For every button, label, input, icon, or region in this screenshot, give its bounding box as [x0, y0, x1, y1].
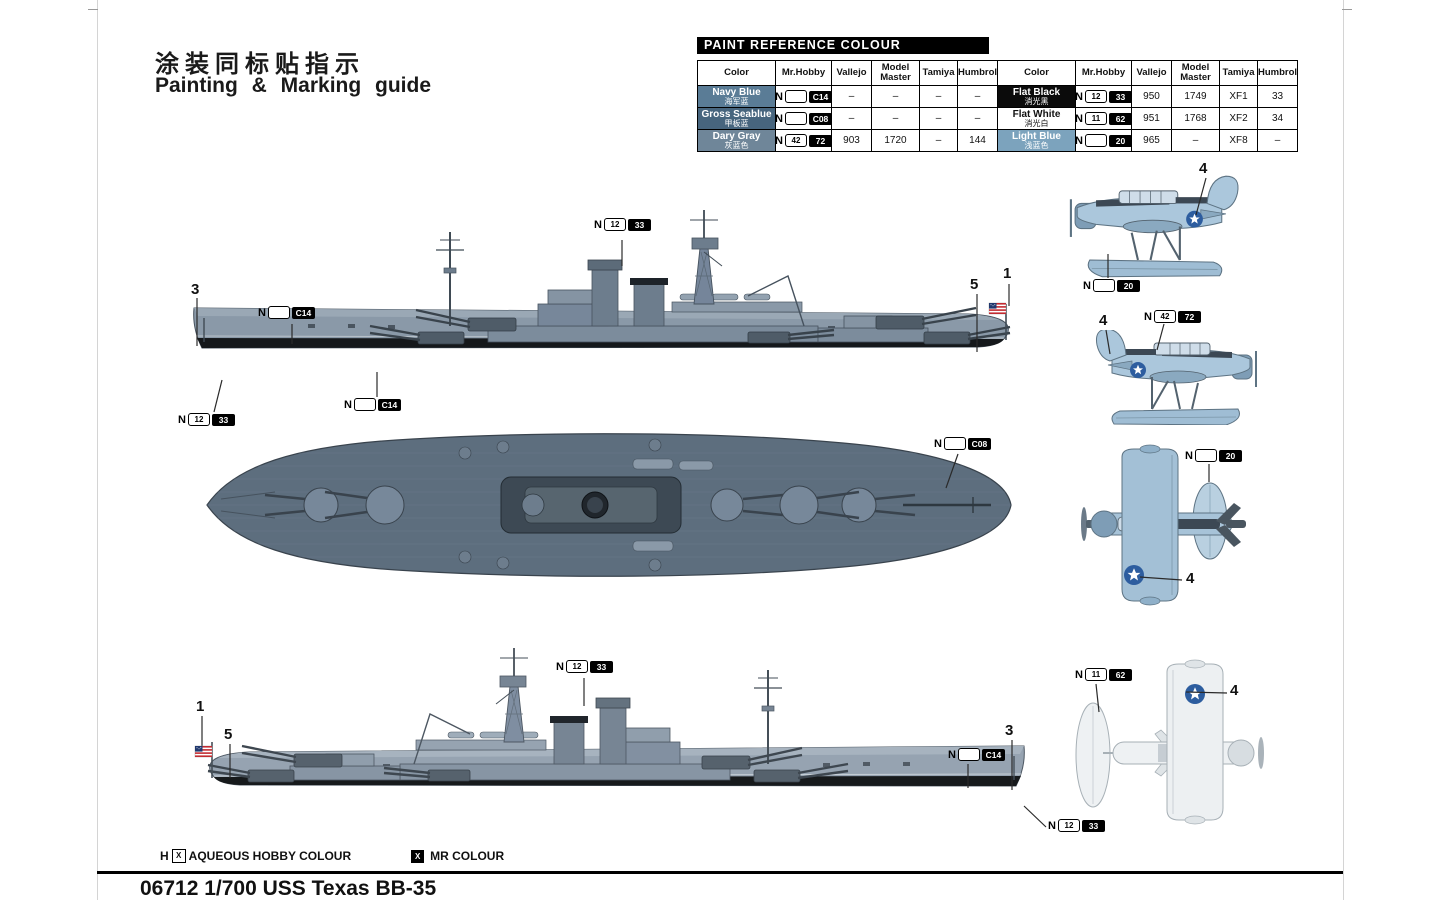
tamiya-cell: –	[919, 129, 958, 152]
kit-number-title: 06712 1/700 USS Texas BB-35	[140, 877, 437, 900]
callout-number: 4	[1099, 312, 1108, 329]
paint-brand-legend: H X AQUEOUS HOBBY COLOUR X MR COLOUR	[160, 849, 504, 863]
floatplane-bottom-view	[1075, 659, 1264, 825]
mr-colour-code-box-icon: X	[411, 849, 425, 863]
paint-table-title: PAINT REFERENCE COLOUR	[697, 37, 989, 54]
col-header: Humbrol	[957, 60, 998, 86]
col-header: Mr.Hobby	[775, 60, 832, 86]
col-header: Tamiya	[919, 60, 958, 86]
vallejo-cell: 950	[1131, 85, 1172, 108]
humbrol-cell: 144	[957, 129, 998, 152]
callout-number: 3	[191, 281, 200, 298]
tamiya-cell: –	[919, 107, 958, 130]
model-master-cell: –	[1171, 129, 1220, 152]
floatplane-side-view-2	[1063, 330, 1260, 425]
page-title-en: Painting & Marking guide	[155, 74, 432, 97]
aqueous-h-prefix: H	[160, 849, 169, 863]
callout-number: 4	[1230, 682, 1239, 699]
vallejo-cell: 965	[1131, 129, 1172, 152]
col-header: Color	[997, 60, 1076, 86]
callout-number: 3	[1005, 722, 1014, 739]
col-header: Mr.Hobby	[1075, 60, 1132, 86]
footer-rule	[97, 871, 1343, 874]
model-master-cell: 1720	[871, 129, 920, 152]
crop-mark	[88, 9, 98, 10]
vallejo-cell: 951	[1131, 107, 1172, 130]
battleship-side-view-bottom	[206, 646, 1026, 788]
vallejo-cell: –	[831, 107, 872, 130]
callout-number: 1	[196, 698, 205, 715]
col-header: Humbrol	[1257, 60, 1298, 86]
page-edge-left	[97, 0, 98, 900]
humbrol-cell: 34	[1257, 107, 1298, 130]
page-title-zh: 涂装同标贴指示	[155, 51, 365, 78]
humbrol-cell: –	[957, 85, 998, 108]
callout-number: 5	[224, 726, 233, 743]
crop-mark	[1342, 9, 1352, 10]
floatplane-top-view	[1081, 444, 1246, 606]
vallejo-cell: –	[831, 85, 872, 108]
tamiya-cell: –	[919, 85, 958, 108]
model-master-cell: 1749	[1171, 85, 1220, 108]
tamiya-cell: XF2	[1219, 107, 1258, 130]
model-master-cell: –	[871, 107, 920, 130]
table-header-row: Color Mr.Hobby Vallejo Model Master Tami…	[697, 60, 1298, 86]
model-master-cell: 1768	[1171, 107, 1220, 130]
col-header: Vallejo	[1131, 60, 1172, 86]
callout-number: 1	[1003, 265, 1012, 282]
col-header: Tamiya	[1219, 60, 1258, 86]
vallejo-cell: 903	[831, 129, 872, 152]
col-header: Color	[697, 60, 776, 86]
model-master-cell: –	[871, 85, 920, 108]
page-edge-right	[1343, 0, 1344, 900]
paint-reference-table: Color Mr.Hobby Vallejo Model Master Tami…	[697, 60, 1298, 152]
aqueous-label: AQUEOUS HOBBY COLOUR	[188, 849, 352, 863]
tamiya-cell: XF8	[1219, 129, 1258, 152]
callout-number: 4	[1199, 160, 1208, 177]
callout-number: 4	[1186, 570, 1195, 587]
mr-colour-label: MR COLOUR	[430, 849, 505, 863]
battleship-plan-view	[203, 415, 1015, 595]
humbrol-cell: –	[1257, 129, 1298, 152]
aqueous-code-box-icon: X	[171, 849, 186, 863]
col-header: Model Master	[871, 60, 920, 86]
tamiya-cell: XF1	[1219, 85, 1258, 108]
floatplane-side-view-1	[1066, 172, 1256, 282]
humbrol-cell: 33	[1257, 85, 1298, 108]
humbrol-cell: –	[957, 107, 998, 130]
col-header: Vallejo	[831, 60, 872, 86]
col-header: Model Master	[1171, 60, 1220, 86]
callout-number: 5	[970, 276, 979, 293]
